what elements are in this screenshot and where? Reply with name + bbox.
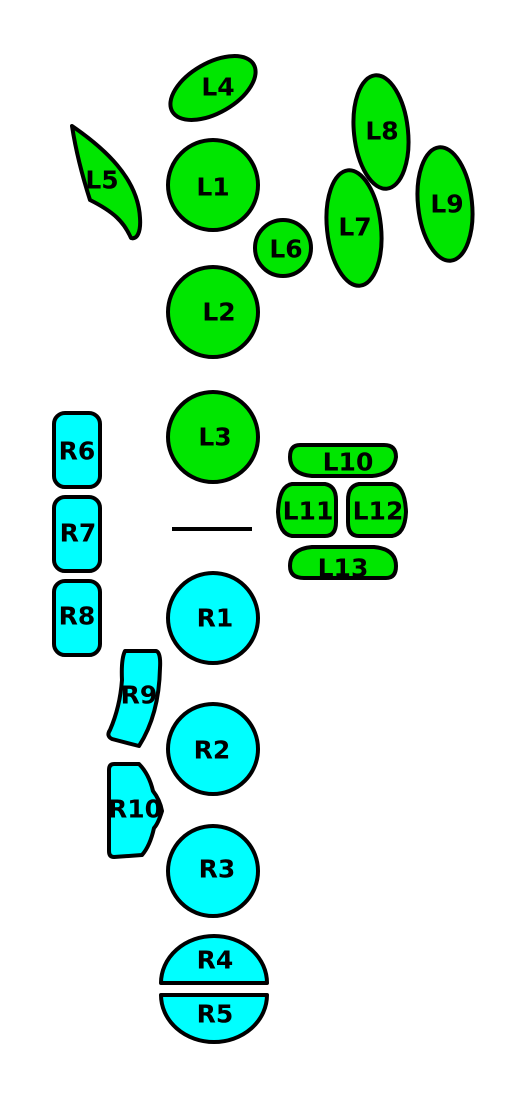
left-group: L4 L5 L1 L6 L8 L7 L9	[70, 43, 478, 583]
button-L3[interactable]: L3	[166, 390, 260, 484]
label-R9: R9	[121, 681, 158, 710]
button-R2[interactable]: R2	[166, 702, 260, 796]
label-L10: L10	[323, 448, 374, 477]
button-R4[interactable]: R4	[159, 934, 269, 985]
button-L13[interactable]: L13	[288, 545, 398, 583]
button-L7[interactable]: L7	[321, 167, 387, 288]
button-L8[interactable]: L8	[348, 72, 414, 191]
button-L2[interactable]: L2	[166, 265, 260, 359]
button-L4[interactable]: L4	[160, 43, 266, 133]
label-L4: L4	[201, 73, 234, 102]
label-L5: L5	[85, 166, 118, 195]
label-L2: L2	[202, 298, 235, 327]
label-L11: L11	[283, 497, 334, 526]
button-R9[interactable]: R9	[106, 649, 163, 748]
label-R8: R8	[59, 602, 96, 631]
button-L5[interactable]: L5	[70, 124, 143, 241]
label-L7: L7	[338, 213, 371, 242]
button-R1[interactable]: R1	[166, 571, 260, 665]
label-R5: R5	[197, 1000, 234, 1029]
button-R5[interactable]: R5	[159, 993, 269, 1044]
right-group: R6 R7 R8 R1 R9 R2 R10	[52, 411, 269, 1044]
label-L13: L13	[318, 554, 369, 583]
label-R1: R1	[197, 604, 234, 633]
label-R6: R6	[59, 437, 96, 466]
label-L8: L8	[365, 117, 398, 146]
button-L6[interactable]: L6	[253, 218, 313, 278]
button-R8[interactable]: R8	[52, 579, 102, 657]
label-R2: R2	[194, 736, 231, 765]
button-L9[interactable]: L9	[412, 144, 478, 263]
button-L10[interactable]: L10	[288, 443, 398, 478]
button-R6[interactable]: R6	[52, 411, 102, 489]
label-L9: L9	[430, 190, 463, 219]
button-L1[interactable]: L1	[166, 138, 260, 232]
button-R3[interactable]: R3	[166, 824, 260, 918]
label-R3: R3	[199, 855, 236, 884]
label-L1: L1	[196, 173, 229, 202]
label-R7: R7	[60, 519, 97, 548]
button-R10[interactable]: R10	[107, 762, 164, 859]
button-R7[interactable]: R7	[52, 495, 102, 573]
button-L12[interactable]: L12	[346, 482, 408, 538]
button-L11[interactable]: L11	[276, 482, 338, 538]
label-R10: R10	[108, 795, 162, 824]
label-L12: L12	[353, 497, 404, 526]
label-R4: R4	[197, 946, 234, 975]
label-L3: L3	[198, 423, 231, 452]
label-L6: L6	[269, 235, 302, 264]
